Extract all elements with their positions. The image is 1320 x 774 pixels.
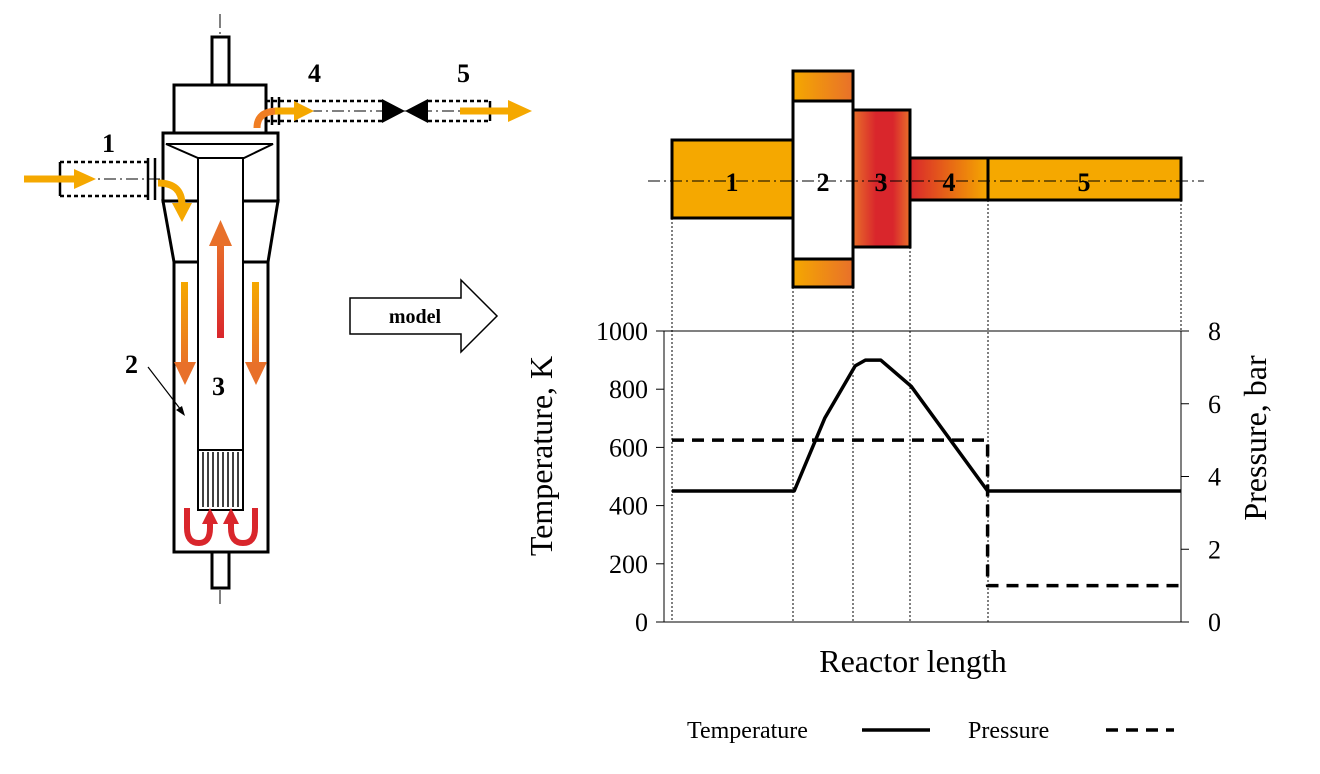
top-cap: [172, 83, 268, 135]
y2-tick-label: 8: [1208, 317, 1221, 346]
inlet-hook-arrow-icon: [157, 179, 192, 222]
center-up-arrow-icon: [209, 220, 232, 338]
y-tick-label: 0: [635, 608, 648, 637]
y2-tick-label: 4: [1208, 463, 1221, 492]
y-axis-label: Temperature, K: [523, 356, 559, 556]
zone-2-block: [791, 99, 855, 261]
left-ticks: 0 200 400 600 800 1000: [596, 317, 664, 637]
y-tick-label: 800: [609, 375, 648, 404]
inner-bottom-chamber: [197, 449, 244, 511]
inlet-arrow-icon: [24, 169, 96, 189]
zone-label-1: 1: [726, 168, 739, 197]
zone-label-2: 2: [817, 168, 830, 197]
x-axis-label: Reactor length: [819, 643, 1006, 679]
y2-tick-label: 6: [1208, 390, 1221, 419]
zone-boundaries: [671, 200, 1182, 622]
chart: 0 200 400 600 800 1000 0 2 4 6 8 Reactor length T…: [523, 317, 1273, 679]
y-tick-label: 600: [609, 433, 648, 462]
schematic-label-2: 2: [125, 350, 138, 379]
y-tick-label: 1000: [596, 317, 648, 346]
catalyst-grid: [202, 452, 239, 507]
y2-tick-label: 2: [1208, 535, 1221, 564]
outlet-hook-arrow-icon: [253, 101, 314, 129]
zone-1-block: [670, 138, 795, 220]
zone-model: [670, 69, 1183, 289]
schematic-label-1: 1: [102, 129, 115, 158]
zone-2-bottom-block: [791, 257, 855, 289]
zone-5-block: [986, 156, 1183, 202]
exhaust-arrow-icon: [460, 100, 532, 122]
y2-axis-label: Pressure, bar: [1237, 355, 1273, 521]
annulus-down-arrow-left-icon: [174, 282, 196, 385]
schematic-label-5: 5: [457, 59, 470, 88]
schematic-label-4: 4: [308, 59, 321, 88]
valve-icon: [382, 99, 405, 123]
legend: Temperature Pressure: [687, 718, 1174, 744]
label-2-leader: [147, 366, 185, 416]
schematic-label-3: 3: [212, 372, 225, 401]
right-ticks: 0 2 4 6 8: [1181, 317, 1221, 637]
bottom-u-arrows-icon: [184, 508, 258, 547]
legend-pressure-label: Pressure: [968, 718, 1049, 744]
zone-3-block: [851, 108, 912, 249]
zone-2-top-block: [791, 69, 855, 103]
pressure-series-line: [672, 438, 1181, 588]
bottom-shaft: [210, 550, 231, 590]
zone-label-3: 3: [875, 168, 888, 197]
annulus-down-arrow-right-icon: [245, 282, 267, 385]
y2-tick-label: 0: [1208, 608, 1221, 637]
temperature-series-line: [672, 358, 1181, 493]
zone-label-5: 5: [1078, 168, 1091, 197]
flow-arrows: [24, 100, 532, 547]
zone-label-4: 4: [943, 168, 956, 197]
series-layer: [672, 358, 1181, 588]
top-shaft: [210, 35, 231, 87]
y-tick-label: 400: [609, 492, 648, 521]
model-arrow-label: model: [389, 306, 442, 328]
legend-temperature-label: Temperature: [687, 718, 808, 744]
y-tick-label: 200: [609, 550, 648, 579]
model-arrow: model: [349, 278, 499, 354]
